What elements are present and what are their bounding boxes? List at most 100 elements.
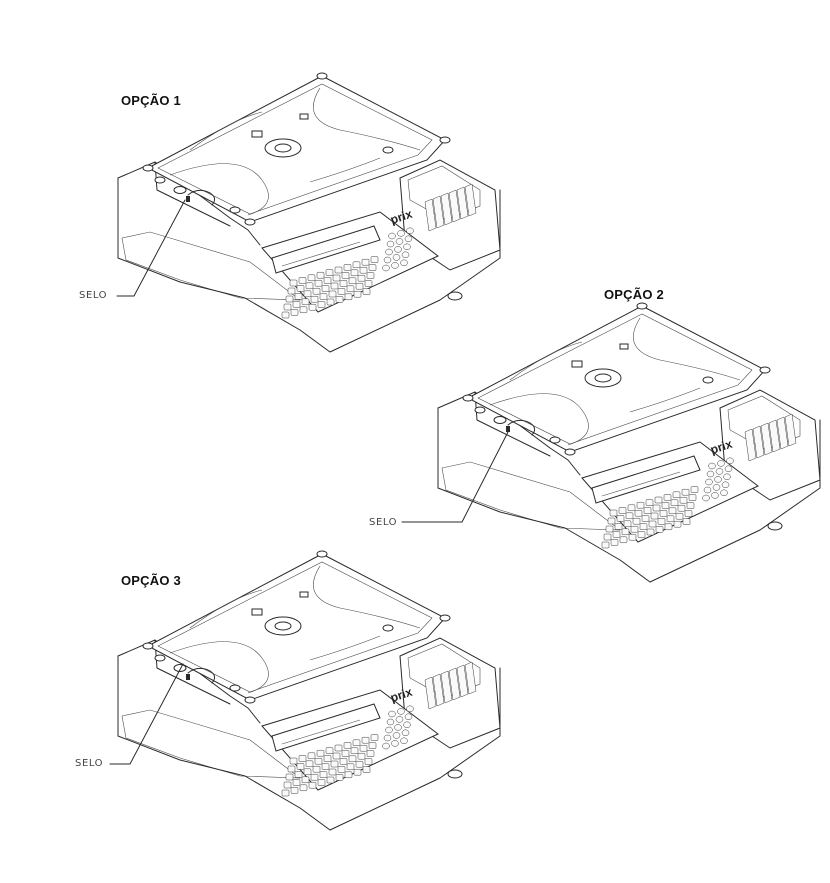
keypad-key — [368, 264, 377, 271]
platter-bolt — [474, 406, 486, 414]
display-text-line — [601, 471, 681, 497]
keypad-key — [314, 757, 323, 765]
keypad-key — [308, 781, 317, 789]
scale-foot — [447, 291, 463, 301]
seal-hardware — [173, 664, 187, 672]
platter-bolt — [702, 376, 714, 384]
keypad-key — [339, 280, 348, 287]
keypad-key — [657, 518, 666, 525]
keypad-key — [361, 736, 370, 744]
keypad-key — [686, 502, 695, 509]
keypad-key — [296, 285, 305, 292]
keypad-key — [357, 752, 366, 760]
numeric-key — [388, 232, 396, 240]
keypad-key — [679, 496, 688, 504]
keypad-key — [663, 494, 672, 501]
platter-frame-arm-4 — [309, 635, 381, 661]
keypad-key — [305, 760, 314, 768]
keypad-key — [652, 504, 661, 512]
keypad-key — [643, 507, 652, 514]
keypad-key — [285, 773, 294, 781]
numeric-key — [723, 473, 731, 481]
seal-leader-3 — [109, 663, 184, 765]
keypad-key — [334, 744, 343, 752]
numeric-key — [385, 726, 393, 734]
keypad-key — [341, 750, 350, 757]
scale-drawing: prix — [437, 302, 821, 583]
keypad-key — [303, 768, 312, 776]
keypad-key — [355, 760, 364, 768]
platter-inner-edge — [157, 561, 433, 693]
keypad-key — [630, 525, 639, 533]
platter-bolt — [142, 642, 154, 650]
keypad-key — [690, 486, 699, 493]
keypad-key — [661, 502, 670, 509]
keypad-key — [292, 301, 301, 308]
keypad-key — [307, 274, 316, 282]
platter-tab — [251, 130, 263, 138]
keypad-key — [298, 755, 307, 762]
keypad-key — [607, 517, 616, 525]
printer-roll-slot — [424, 676, 437, 710]
keypad-key — [321, 285, 330, 292]
numeric-key — [708, 462, 716, 470]
display-text-line — [281, 719, 361, 745]
keypad-key — [325, 269, 334, 276]
platter-bolt — [154, 176, 166, 184]
brand-logo: prix — [389, 685, 415, 705]
numeric-key — [724, 465, 733, 473]
printer-roll-slot — [464, 661, 477, 695]
keypad-key — [362, 288, 371, 295]
platter-bolt — [439, 614, 451, 622]
keypad-key — [319, 293, 328, 300]
keypad-key — [370, 734, 379, 741]
keypad-key — [343, 742, 352, 749]
platter-tab — [299, 113, 309, 120]
platter-frame-arm-4 — [629, 387, 701, 413]
printer-roll-slot — [440, 192, 453, 226]
printer-roll-slot — [448, 189, 461, 223]
keypad-key — [319, 771, 328, 778]
platter-inner-edge — [477, 313, 753, 445]
option-3-seal-label: SELO — [75, 758, 104, 769]
platter-tab — [619, 343, 629, 350]
keypad-key — [350, 747, 359, 755]
platter-hub-center — [594, 373, 612, 383]
keypad-key — [312, 765, 321, 773]
printer-roll-slot — [440, 670, 453, 704]
seal-lead — [186, 196, 190, 202]
keypad-key — [307, 752, 316, 760]
keypad-key — [332, 752, 341, 760]
scale-base-plinth — [121, 231, 301, 301]
keypad-key — [605, 525, 614, 533]
numeric-key — [400, 259, 408, 267]
keypad-key — [296, 763, 305, 770]
platter-inner-edge — [157, 83, 433, 215]
keypad-key — [348, 277, 357, 285]
seal-lead — [186, 674, 190, 680]
platter-hub-center — [274, 143, 292, 153]
keypad-key — [317, 779, 326, 786]
keypad-key — [339, 758, 348, 765]
option-1-title: OPÇÃO 1 — [121, 93, 181, 108]
numeric-key — [717, 460, 725, 467]
platter-frame-arm-2 — [313, 565, 421, 629]
keypad-key — [290, 309, 299, 316]
printer-window — [407, 643, 481, 699]
keypad-key — [655, 526, 664, 533]
keypad-key — [335, 774, 344, 781]
printer-window — [727, 395, 801, 451]
platter-frame-arm-1 — [169, 163, 269, 216]
numeric-key — [404, 713, 413, 721]
numeric-key — [392, 732, 401, 739]
numeric-key — [712, 484, 721, 491]
keypad-key — [289, 279, 298, 287]
keypad-key — [618, 507, 627, 514]
numeric-key — [406, 227, 414, 235]
keypad-key — [632, 517, 641, 525]
keypad-key — [344, 293, 353, 301]
keypad-key — [330, 282, 339, 290]
